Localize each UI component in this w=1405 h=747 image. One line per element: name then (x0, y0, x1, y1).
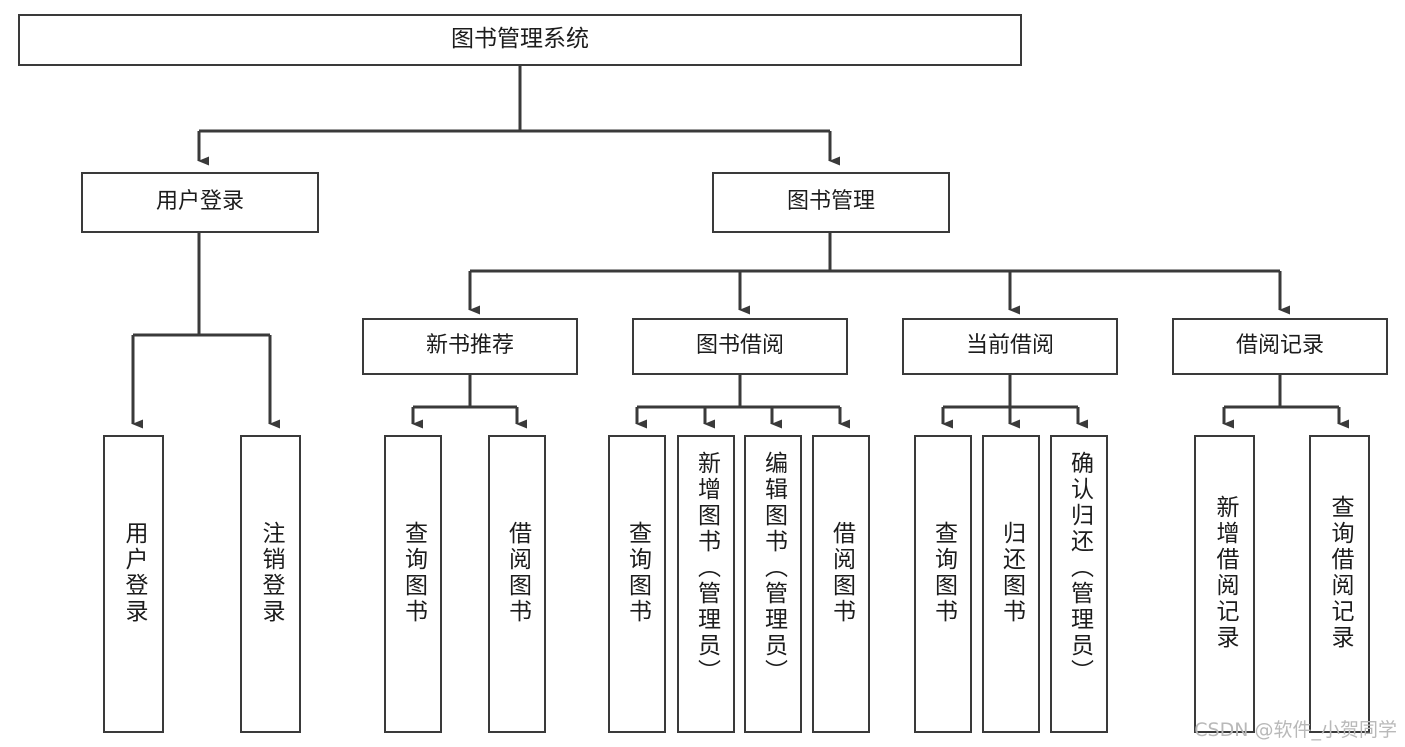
node-book-management[interactable]: 图书管理 (712, 172, 950, 233)
node-leaf-query-book-2-label: 查询图书 (624, 521, 651, 625)
node-borrow-record[interactable]: 借阅记录 (1172, 318, 1388, 375)
node-root-system[interactable]: 图书管理系统 (18, 14, 1022, 66)
node-new-book-recommend-label: 新书推荐 (425, 333, 514, 359)
node-borrow-record-label: 借阅记录 (1235, 333, 1324, 359)
node-leaf-edit-book-label: 编辑图书（管理员） (760, 451, 787, 685)
node-leaf-edit-book[interactable]: 编辑图书（管理员） (744, 435, 802, 733)
node-book-borrow-label: 图书借阅 (695, 333, 784, 359)
node-leaf-query-book-2[interactable]: 查询图书 (608, 435, 666, 733)
node-leaf-query-book-3[interactable]: 查询图书 (914, 435, 972, 733)
node-leaf-user-login[interactable]: 用户登录 (103, 435, 164, 733)
node-book-management-label: 图书管理 (786, 189, 875, 215)
node-leaf-return-book[interactable]: 归还图书 (982, 435, 1040, 733)
node-leaf-query-record[interactable]: 查询借阅记录 (1309, 435, 1370, 733)
node-current-borrow-label: 当前借阅 (965, 333, 1054, 359)
node-leaf-add-record-label: 新增借阅记录 (1212, 495, 1238, 651)
node-leaf-borrow-book-1-label: 借阅图书 (504, 521, 531, 625)
node-leaf-user-login-label: 用户登录 (121, 521, 147, 625)
node-book-borrow[interactable]: 图书借阅 (632, 318, 848, 375)
node-leaf-borrow-book-2-label: 借阅图书 (828, 521, 855, 625)
node-new-book-recommend[interactable]: 新书推荐 (362, 318, 578, 375)
node-leaf-add-book-label: 新增图书（管理员） (693, 451, 720, 685)
node-root-system-label: 图书管理系统 (451, 26, 589, 53)
node-leaf-return-book-label: 归还图书 (998, 521, 1025, 625)
node-leaf-query-record-label: 查询借阅记录 (1327, 495, 1353, 651)
node-leaf-query-book-3-label: 查询图书 (930, 521, 957, 625)
node-leaf-query-book-1-label: 查询图书 (400, 521, 427, 625)
node-leaf-logout-login[interactable]: 注销登录 (240, 435, 301, 733)
node-leaf-add-book[interactable]: 新增图书（管理员） (677, 435, 735, 733)
node-user-login[interactable]: 用户登录 (81, 172, 319, 233)
node-leaf-borrow-book-1[interactable]: 借阅图书 (488, 435, 546, 733)
node-leaf-borrow-book-2[interactable]: 借阅图书 (812, 435, 870, 733)
node-leaf-confirm-return[interactable]: 确认归还（管理员） (1050, 435, 1108, 733)
node-current-borrow[interactable]: 当前借阅 (902, 318, 1118, 375)
node-leaf-query-book-1[interactable]: 查询图书 (384, 435, 442, 733)
node-leaf-confirm-return-label: 确认归还（管理员） (1066, 451, 1093, 685)
node-leaf-logout-login-label: 注销登录 (258, 521, 284, 625)
node-user-login-label: 用户登录 (155, 189, 244, 215)
node-leaf-add-record[interactable]: 新增借阅记录 (1194, 435, 1255, 733)
